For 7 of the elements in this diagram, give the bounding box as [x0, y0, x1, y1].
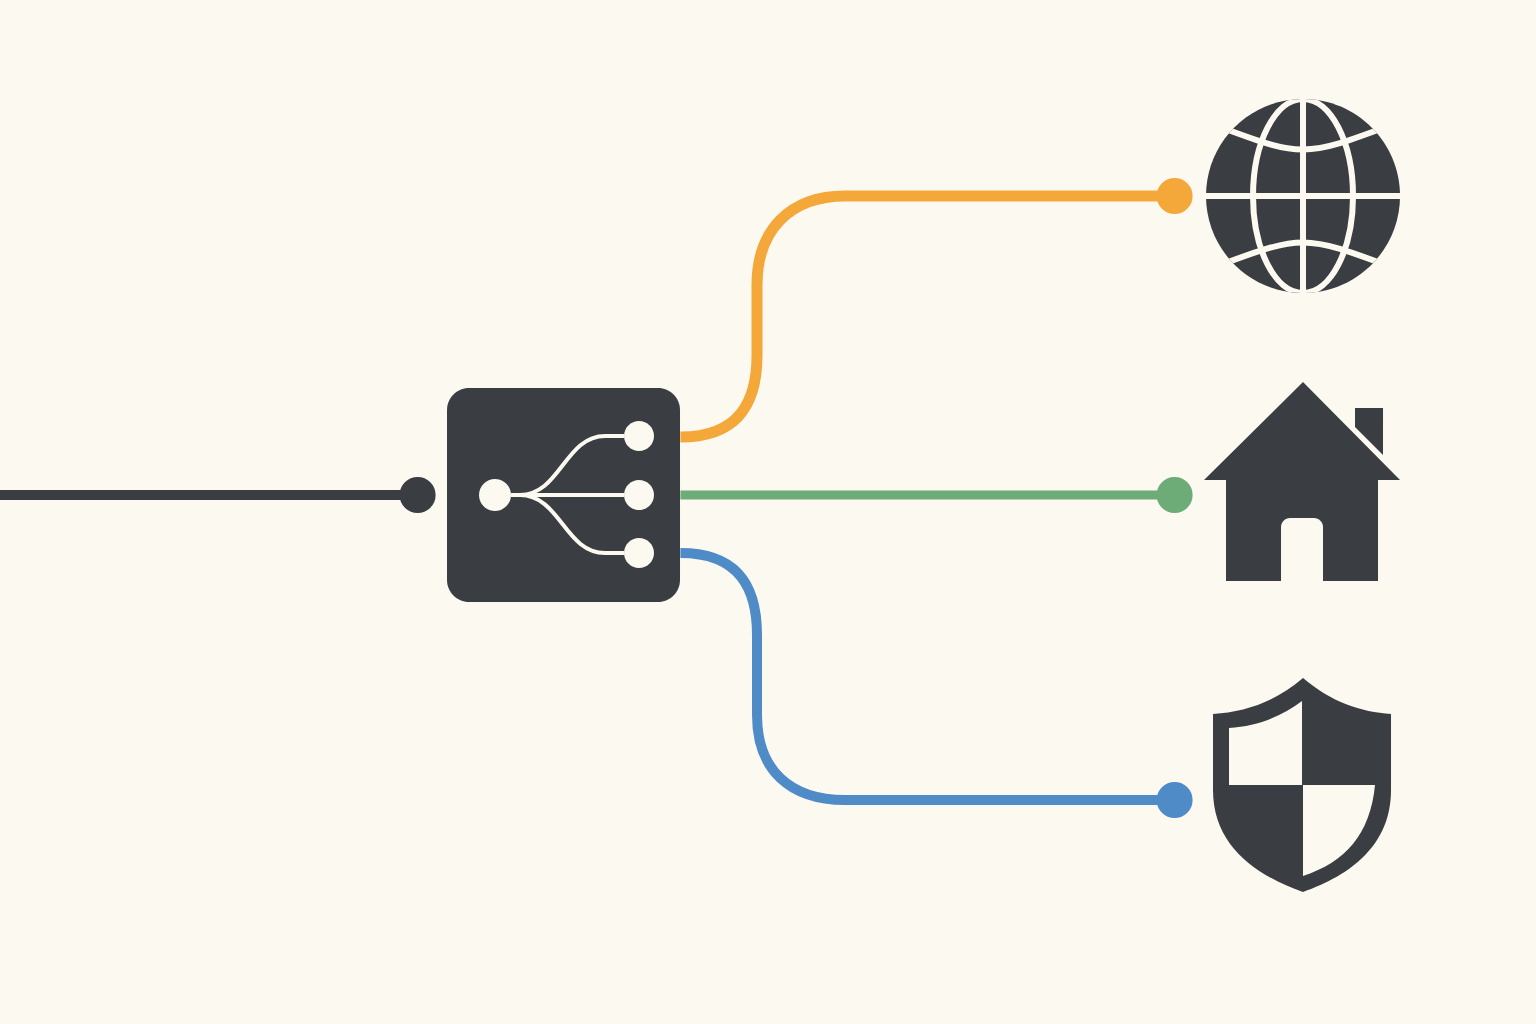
input-line: [0, 477, 436, 513]
connector-line: [680, 548, 1193, 818]
house-icon: [1204, 382, 1400, 581]
shield-icon: [1213, 678, 1391, 892]
globe-icon: [1206, 99, 1400, 293]
connector-line: [680, 477, 1193, 513]
connector-line: [680, 178, 1193, 443]
